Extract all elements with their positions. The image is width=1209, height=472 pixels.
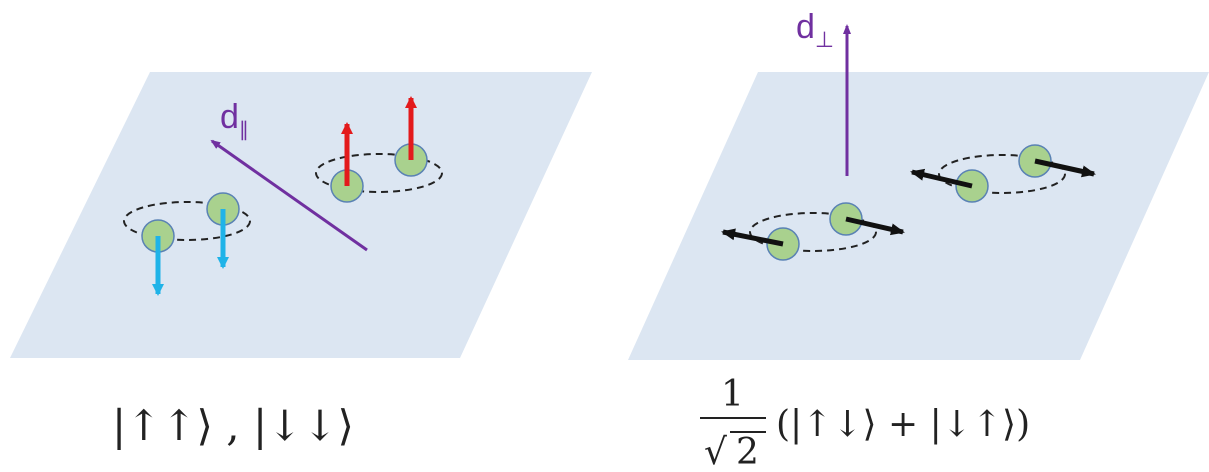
- spin-inplane-arrow: [1034, 158, 1096, 178]
- orbit-ring: [749, 212, 877, 252]
- right-panel: d⊥ 1 √ 2 (|↑↓⟩ + |↓↑⟩): [628, 8, 1209, 472]
- caption-numerator: 1: [721, 374, 744, 415]
- right-caption: 1 √ 2 (|↑↓⟩ + |↓↑⟩): [700, 374, 1030, 472]
- dipole-perpendicular-label: d⊥: [796, 8, 834, 52]
- spin-inplane-arrow: [721, 228, 784, 247]
- caption-denominator: 2: [736, 432, 759, 472]
- caption-expression: (|↑↓⟩ + |↓↑⟩): [776, 404, 1030, 445]
- spin-inplane-arrow: [845, 216, 905, 236]
- dipole-parallel-label: d∥: [220, 98, 249, 141]
- orbit-ring: [123, 201, 251, 241]
- left-plane: [10, 72, 592, 358]
- spin-inplane-arrow: [910, 168, 973, 189]
- dipole-parallel-subscript: ∥: [239, 119, 249, 141]
- caption-root-sign: √: [704, 432, 727, 472]
- left-panel: d∥ |↑↑⟩ , |↓↓⟩: [10, 72, 592, 450]
- orbit-ring: [315, 153, 443, 193]
- left-caption: |↑↑⟩ , |↓↓⟩: [112, 401, 354, 450]
- dipole-parallel-arrow: [210, 139, 368, 252]
- right-plane: [628, 72, 1209, 360]
- orbit-ring: [938, 154, 1066, 194]
- entangled-pair-back: [910, 144, 1096, 203]
- spin-up-pair: [315, 96, 443, 203]
- entangled-pair-front: [721, 202, 905, 261]
- spin-down-pair: [123, 192, 251, 296]
- dipole-perpendicular-subscript: ⊥: [815, 27, 834, 52]
